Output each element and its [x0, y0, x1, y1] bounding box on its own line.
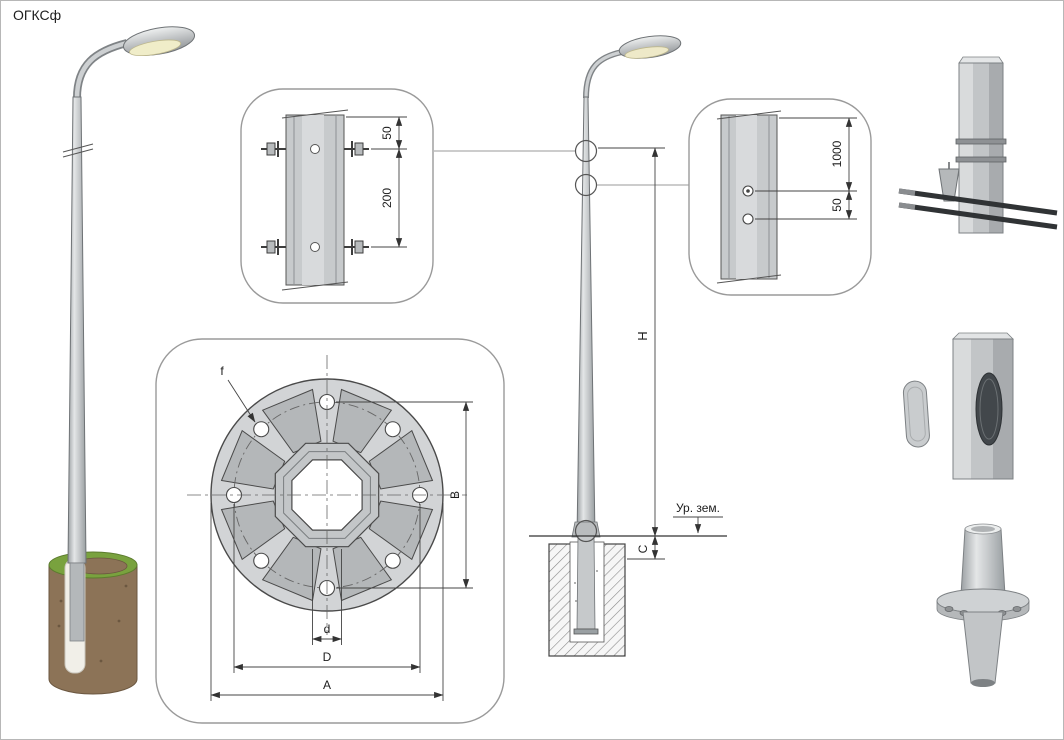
bolt-assembly [261, 141, 369, 255]
luminaire [122, 26, 196, 57]
dim-label-50b: 50 [830, 198, 844, 212]
pole-shaft-2d [576, 96, 596, 537]
dim-label-f: f [220, 364, 224, 378]
dim-label-C: C [636, 544, 650, 553]
dim-label-A: A [323, 678, 331, 692]
dimensions [755, 117, 857, 220]
gussets [220, 388, 434, 602]
detail-marker-top [574, 139, 598, 163]
clamp-band [955, 156, 1007, 163]
drawing-title: ОГКСф [13, 7, 61, 23]
door-cover [902, 380, 930, 448]
drain-hole [742, 213, 754, 225]
break-mark [716, 274, 782, 284]
pole-elevation: Ур. зем. H C [529, 35, 727, 657]
pole-shaft-3d [67, 96, 87, 564]
break-mark [281, 109, 349, 119]
dim-label-200: 200 [380, 188, 394, 208]
anchor-rod [898, 202, 1058, 230]
shaft-opening [291, 459, 363, 531]
dim-label-d: d [324, 622, 331, 636]
hatch-door-render [902, 332, 1014, 480]
luminaire-2d [618, 35, 682, 59]
f-leader [227, 379, 256, 423]
foundation-3d [48, 551, 138, 695]
dim-C [627, 535, 665, 560]
flange-callout: f B d D A [155, 338, 505, 724]
break-mark [716, 110, 782, 120]
anchor-detail-render [898, 56, 1058, 234]
dim-label-50: 50 [380, 126, 394, 140]
break-mark [281, 281, 349, 291]
flange-base-render [936, 523, 1030, 687]
dim-label-D: D [323, 650, 332, 664]
base-flare [571, 521, 601, 538]
dim-label-1000: 1000 [830, 140, 844, 167]
clamp-band [955, 138, 1007, 145]
anchor-rod [898, 188, 1058, 216]
dim-d [312, 549, 342, 645]
door-opening [975, 372, 1003, 446]
pole-3d-render [48, 26, 196, 695]
detail-callout-right: 1000 50 [688, 98, 872, 296]
dim-D [233, 504, 421, 673]
detail-marker-base [574, 519, 598, 543]
dim-label-B: B [448, 491, 462, 499]
detail-callout-top: 50 200 [240, 88, 434, 304]
dim-A [210, 503, 444, 701]
break-mark [62, 143, 94, 153]
dim-H [598, 147, 665, 537]
ground-label: Ур. зем. [676, 501, 720, 515]
dim-label-H: H [635, 331, 650, 340]
detail-marker-door [574, 173, 598, 197]
dimensions [346, 116, 407, 248]
foundation-section [548, 535, 626, 657]
dim-B [336, 401, 473, 589]
